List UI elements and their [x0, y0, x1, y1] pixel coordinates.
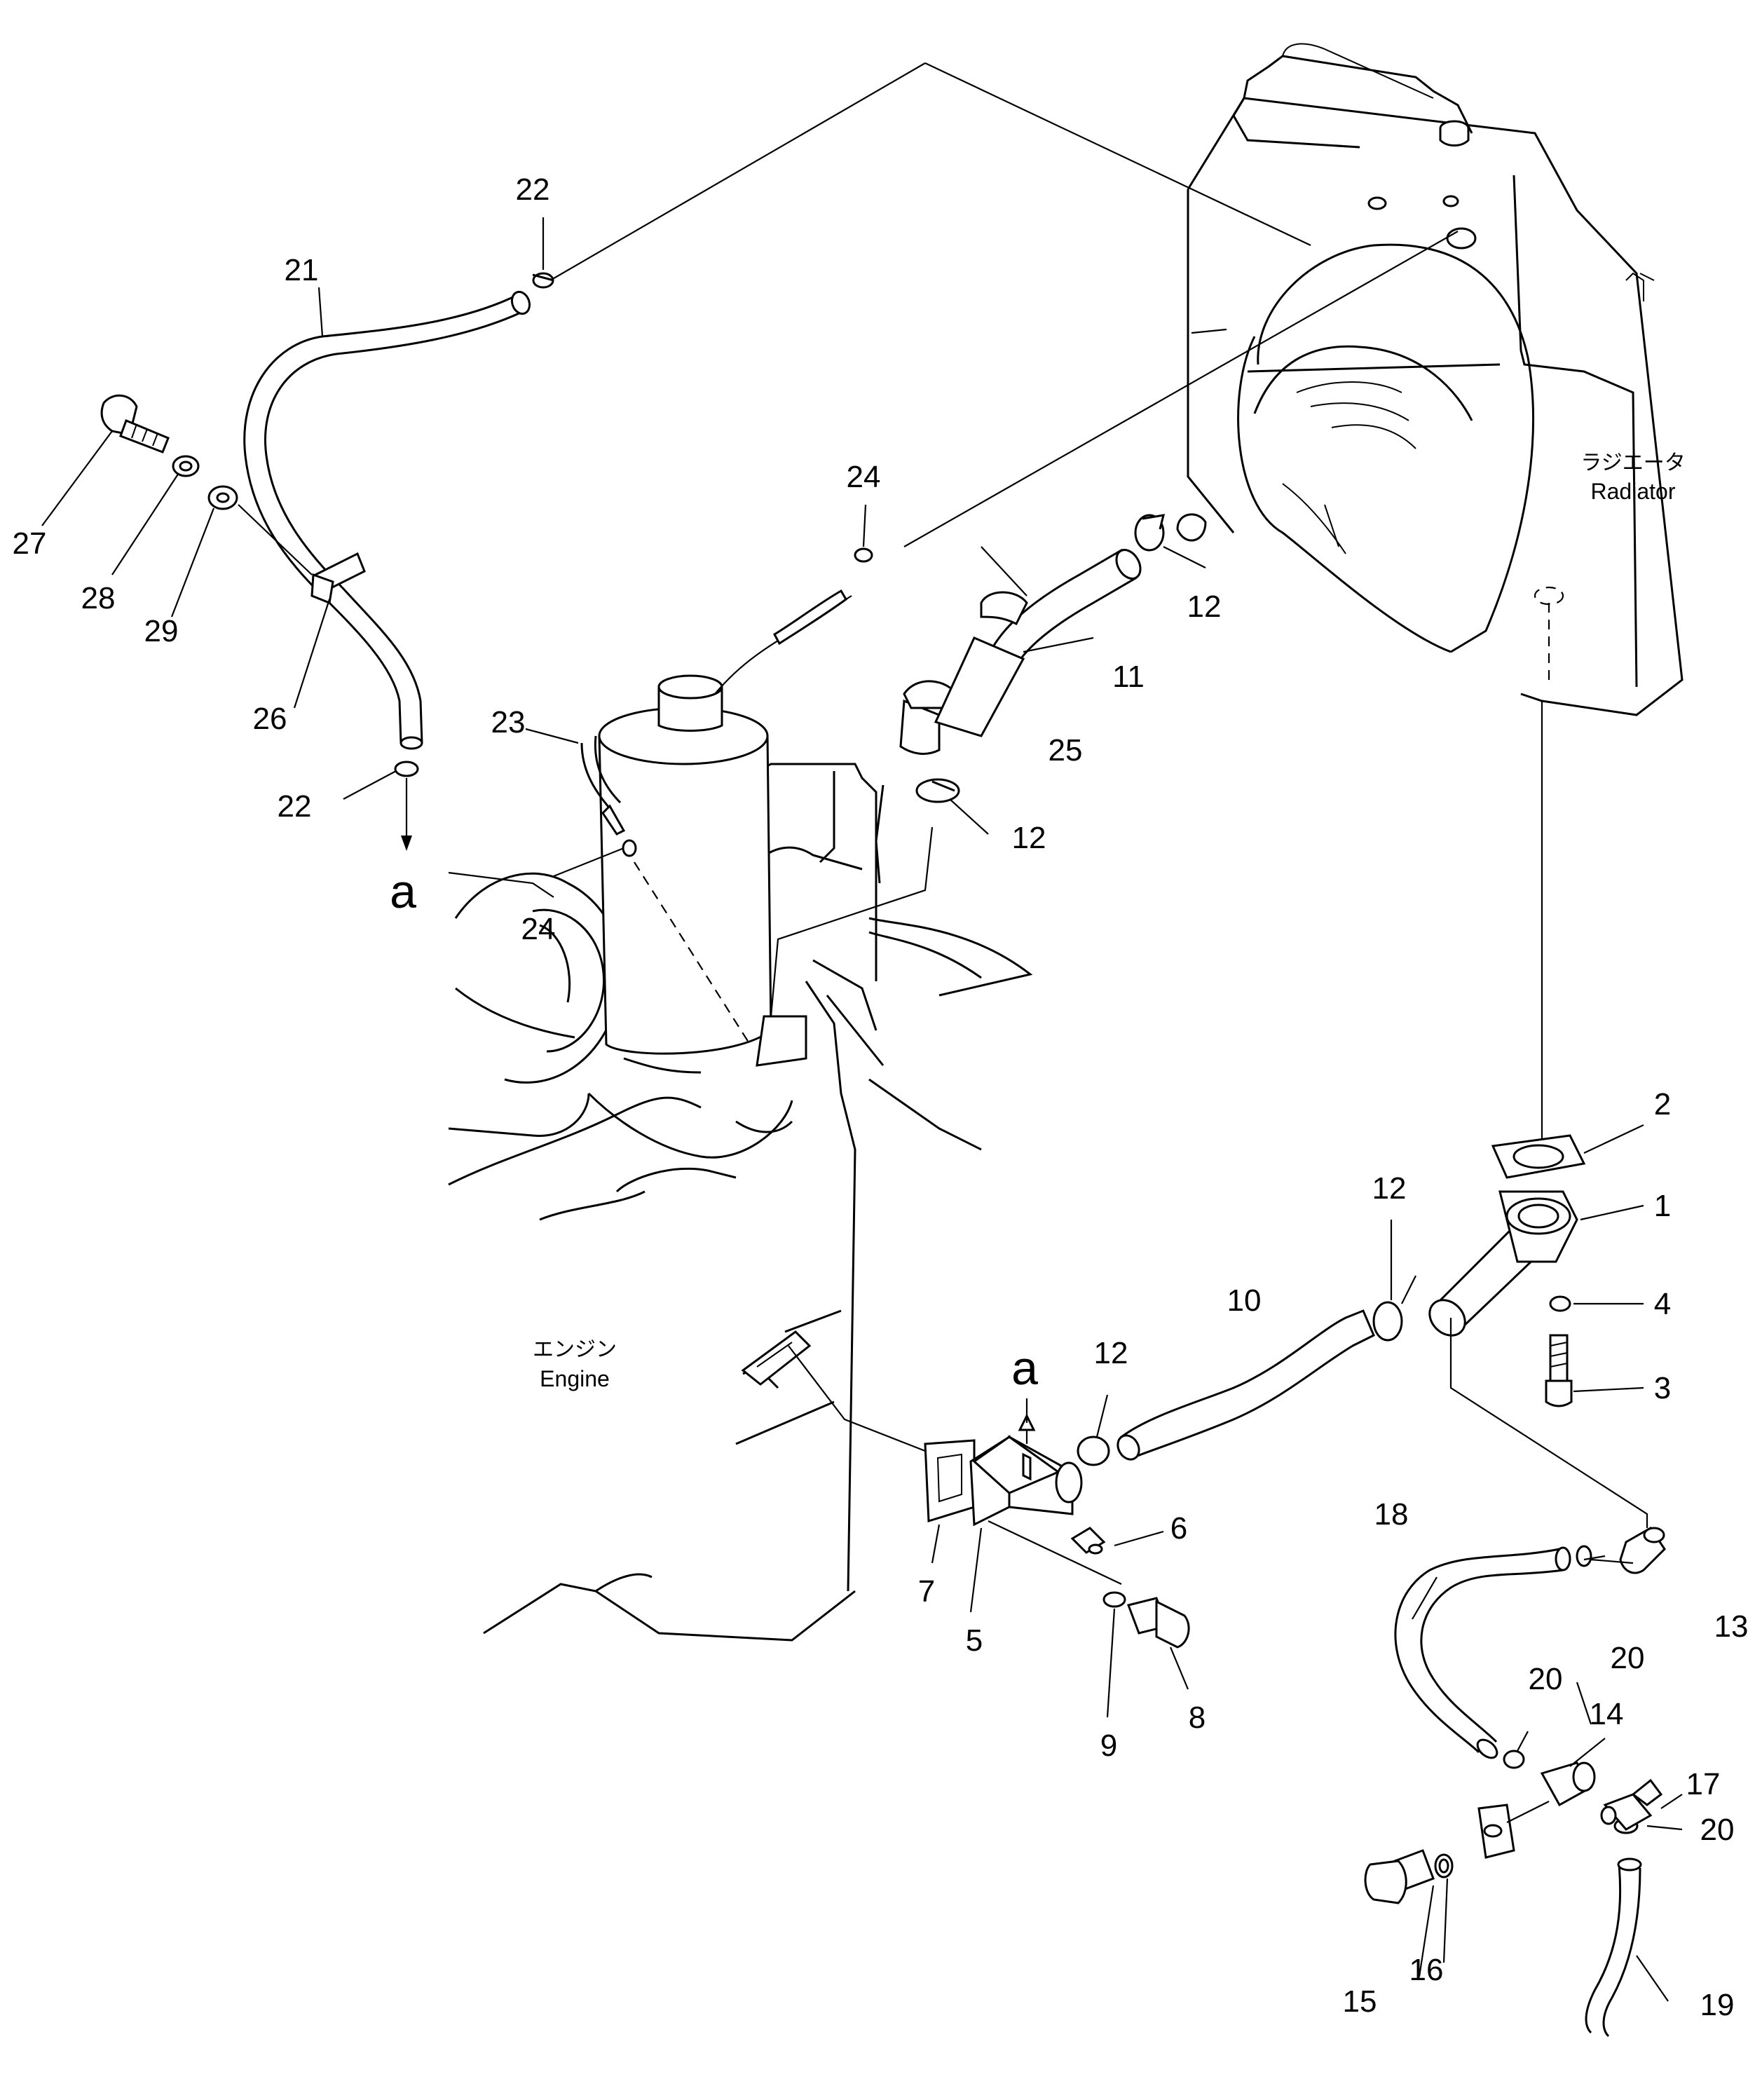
callout-1: 1: [1654, 1189, 1671, 1223]
callout-9: 9: [1100, 1729, 1117, 1763]
upper-hose-21: [243, 62, 1311, 750]
elbow-13: [1619, 1527, 1666, 1574]
engine-label-en: Engine: [540, 1366, 610, 1391]
callout-24-upper: 24: [847, 460, 881, 494]
clamp-24-lower: [622, 839, 637, 857]
bolt-3: [1545, 1334, 1573, 1407]
pipe-1: [1428, 1190, 1578, 1337]
callout-11: 11: [1112, 660, 1145, 694]
callout-22-lower: 22: [278, 789, 312, 824]
callout-26: 26: [253, 702, 287, 736]
callout-24-lower: 24: [521, 912, 556, 946]
valve-14: [1477, 1761, 1596, 1859]
leader-to-elbow-13: [1449, 1318, 1648, 1528]
housing-5: [969, 1398, 1122, 1585]
callout-7: 7: [918, 1574, 935, 1609]
cock-17: [1600, 1778, 1663, 1831]
washer-29: [207, 485, 238, 510]
clamp-24-upper: [854, 547, 873, 563]
radiator: [1187, 43, 1684, 1150]
reference-a-upper: a: [390, 865, 416, 918]
callout-29: 29: [144, 614, 179, 648]
callout-28: 28: [81, 581, 116, 615]
lower-hose-10: [1116, 1309, 1375, 1461]
callout-12-middle: 12: [1012, 821, 1046, 855]
radiator-label-en: Radiator: [1591, 479, 1676, 504]
washer-16: [1434, 1853, 1454, 1879]
callout-22-upper: 22: [516, 172, 550, 207]
clamp-12-lower-right: [1372, 1301, 1403, 1342]
callout-23: 23: [491, 705, 526, 739]
clamp-12-lower-left: [1077, 1436, 1110, 1466]
leader-a-to-engine: [448, 871, 554, 898]
callout-12-top: 12: [1187, 589, 1222, 624]
hose-19: [1585, 1857, 1642, 2038]
callout-20-lower: 20: [1700, 1813, 1735, 1847]
callout-3: 3: [1654, 1371, 1671, 1405]
callout-17: 17: [1686, 1767, 1721, 1801]
callout-15: 15: [1343, 1984, 1377, 2019]
clamp-22-upper: [532, 272, 554, 289]
callout-13: 13: [1714, 1609, 1749, 1644]
engine-label-jp: エンジン: [533, 1337, 617, 1362]
callout-18: 18: [1374, 1497, 1409, 1532]
hose-18: [1394, 1546, 1571, 1759]
washer-28: [172, 455, 200, 477]
callout-20-middle: 20: [1529, 1662, 1563, 1696]
callout-16: 16: [1409, 1953, 1444, 1987]
gasket-7: [924, 1439, 976, 1523]
callout-4: 4: [1654, 1287, 1671, 1321]
clamp-22-lower: [394, 761, 419, 777]
bolt-15: [1364, 1849, 1435, 1904]
washer-9: [1102, 1591, 1126, 1608]
leader-clip-26: [238, 504, 313, 575]
gasket-2: [1491, 1134, 1586, 1179]
clamp-20-middle: [1503, 1750, 1525, 1769]
upper-hose-11: [899, 513, 1207, 755]
callout-2: 2: [1654, 1087, 1671, 1121]
callout-20-upper: 20: [1611, 1641, 1645, 1675]
clamp-12-middle: [915, 778, 960, 803]
bolt-27: [100, 394, 170, 454]
reference-a-lower: a: [1011, 1342, 1038, 1395]
callout-25: 25: [1049, 733, 1083, 768]
callout-19: 19: [1700, 1988, 1735, 2022]
callout-5: 5: [966, 1623, 983, 1658]
callout-27: 27: [13, 526, 47, 561]
callout-12-lower-left: 12: [1094, 1336, 1128, 1370]
callout-10: 10: [1227, 1283, 1262, 1318]
callout-leaders: [41, 217, 1683, 2002]
clamp-20-upper: [1576, 1545, 1592, 1567]
callout-8: 8: [1189, 1700, 1206, 1735]
radiator-label-jp: ラジエータ: [1580, 451, 1685, 475]
reserve-tank: [580, 231, 1459, 1067]
callout-6: 6: [1170, 1511, 1187, 1546]
callout-21: 21: [285, 253, 319, 287]
bolt-8: [1127, 1597, 1190, 1649]
washer-4: [1549, 1295, 1571, 1312]
callout-12-lower-right: 12: [1372, 1171, 1407, 1206]
callout-14: 14: [1590, 1697, 1624, 1731]
arrow-to-a: [401, 778, 412, 851]
clamp-12-top: [1134, 514, 1166, 552]
plug-6: [1070, 1527, 1106, 1555]
